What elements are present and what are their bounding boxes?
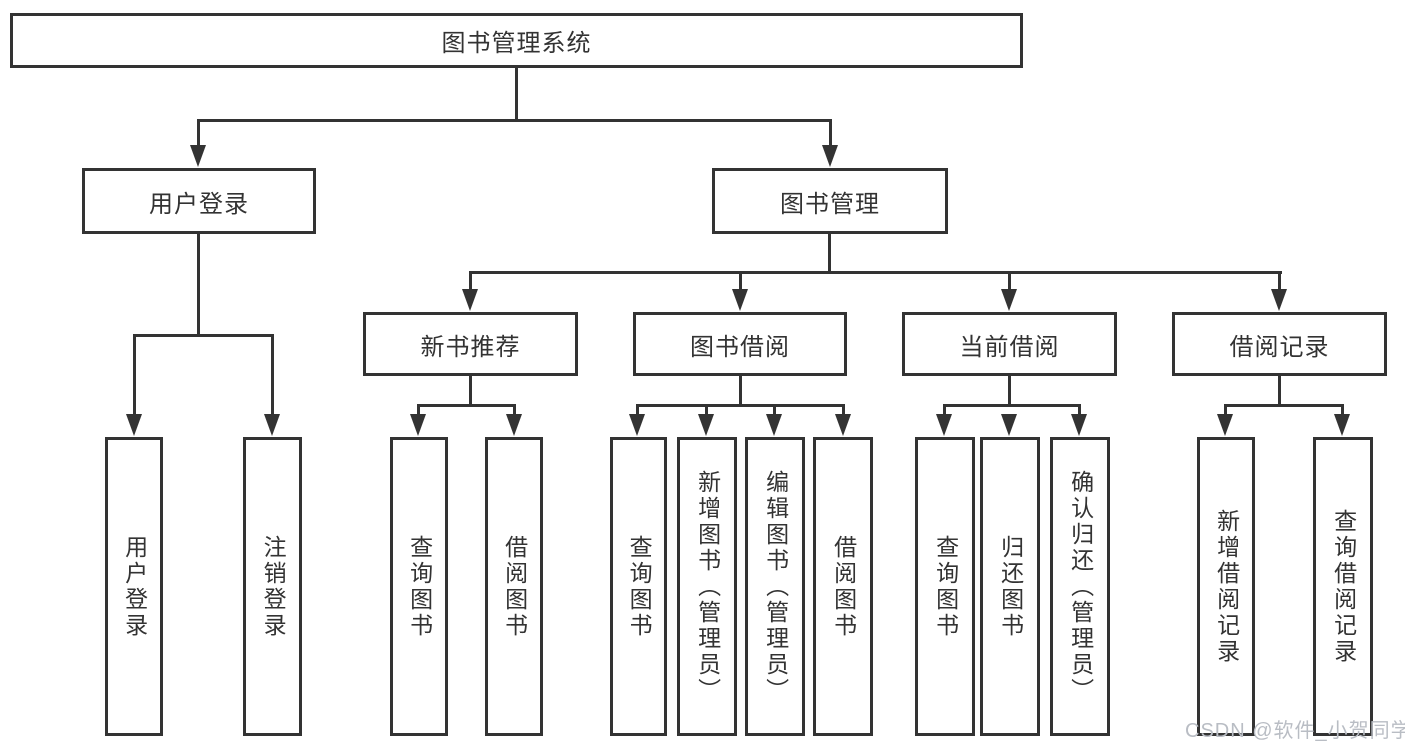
connector-line [469,271,1282,274]
watermark: CSDN @软件_小贺同学 [1185,720,1405,742]
node-label: 图书管理系统 [441,30,592,57]
arrowhead-down-icon [506,414,522,436]
connector-line [943,404,1081,407]
arrowhead-down-icon [1271,289,1287,311]
node-book-borrow: 图书借阅 [633,312,847,376]
arrowhead-down-icon [410,414,426,436]
node-label: 确认归还（管理员） [1067,469,1094,704]
node-label: 借阅图书 [830,534,857,639]
node-label: 查询图书 [406,534,433,639]
node-borrow-record: 借阅记录 [1172,312,1387,376]
arrowhead-down-icon [1071,414,1087,436]
connector-line [739,271,742,292]
arrowhead-down-icon [936,414,952,436]
connector-line [1008,376,1011,407]
connector-line [271,334,274,416]
node-leaf-query-book-current: 查询图书 [915,437,975,736]
connector-line [417,404,516,407]
connector-line [636,404,845,407]
arrowhead-down-icon [1001,289,1017,311]
arrowhead-down-icon [264,414,280,436]
connector-line [829,119,832,148]
connector-line [828,234,831,274]
node-leaf-query-book-borrow: 查询图书 [610,437,667,736]
arrowhead-down-icon [766,414,782,436]
connector-line [417,404,420,418]
connector-line [1078,404,1081,418]
node-book-management: 图书管理 [712,168,948,234]
node-leaf-return-book: 归还图书 [980,437,1040,736]
node-label: 查询借阅记录 [1330,508,1357,665]
node-leaf-add-book-admin: 新增图书（管理员） [677,437,737,736]
arrowhead-down-icon [1217,414,1233,436]
node-label: 图书借阅 [690,333,790,361]
node-leaf-user-login: 用户登录 [105,437,163,736]
node-label: 归还图书 [997,534,1024,639]
node-new-book-recommend: 新书推荐 [363,312,578,376]
node-user-login: 用户登录 [82,168,316,234]
connector-line [1278,271,1281,292]
connector-line [197,234,200,337]
node-label: 当前借阅 [959,333,1060,361]
node-leaf-add-borrow-record: 新增借阅记录 [1197,437,1255,736]
connector-line [133,334,136,416]
connector-line [705,404,708,418]
node-leaf-confirm-return-admin: 确认归还（管理员） [1050,437,1110,736]
node-label: 注销登录 [260,534,287,639]
node-label: 借阅图书 [501,534,528,639]
node-leaf-borrow-book-recommend: 借阅图书 [485,437,543,736]
node-label: 编辑图书（管理员） [762,469,789,704]
arrowhead-down-icon [835,414,851,436]
connector-line [842,404,845,418]
node-label: 查询图书 [626,534,653,639]
connector-line [943,404,946,418]
connector-line [1008,271,1011,292]
arrowhead-down-icon [698,414,714,436]
arrowhead-down-icon [190,145,206,167]
node-leaf-borrow-book: 借阅图书 [813,437,873,736]
arrowhead-down-icon [629,414,645,436]
connector-line [1224,404,1344,407]
arrowhead-down-icon [462,289,478,311]
connector-line [513,404,516,418]
node-label: 用户登录 [149,190,249,218]
arrowhead-down-icon [822,145,838,167]
node-current-borrow: 当前借阅 [902,312,1117,376]
node-label: 用户登录 [121,534,148,639]
connector-line [469,376,472,407]
node-leaf-query-borrow-record: 查询借阅记录 [1313,437,1373,736]
node-leaf-edit-book-admin: 编辑图书（管理员） [745,437,805,736]
node-label: 新书推荐 [420,333,521,361]
node-leaf-logout: 注销登录 [243,437,302,736]
connector-line [1224,404,1227,418]
arrowhead-down-icon [1001,414,1017,436]
arrowhead-down-icon [732,289,748,311]
connector-line [133,334,274,337]
node-label: 借阅记录 [1229,333,1330,361]
node-label: 新增借阅记录 [1213,508,1240,665]
connector-line [197,119,200,148]
node-label: 查询图书 [932,534,959,639]
node-library-management-system: 图书管理系统 [10,13,1023,68]
arrowhead-down-icon [1334,414,1350,436]
node-label: 新增图书（管理员） [694,469,721,704]
connector-line [197,119,832,122]
arrowhead-down-icon [126,414,142,436]
connector-line [739,376,742,407]
node-label: 图书管理 [780,190,880,218]
connector-line [1278,376,1281,407]
connector-line [636,404,639,418]
connector-line [515,68,518,121]
connector-line [773,404,776,418]
node-leaf-query-book-recommend: 查询图书 [390,437,448,736]
connector-line [1341,404,1344,418]
connector-line [469,271,472,292]
